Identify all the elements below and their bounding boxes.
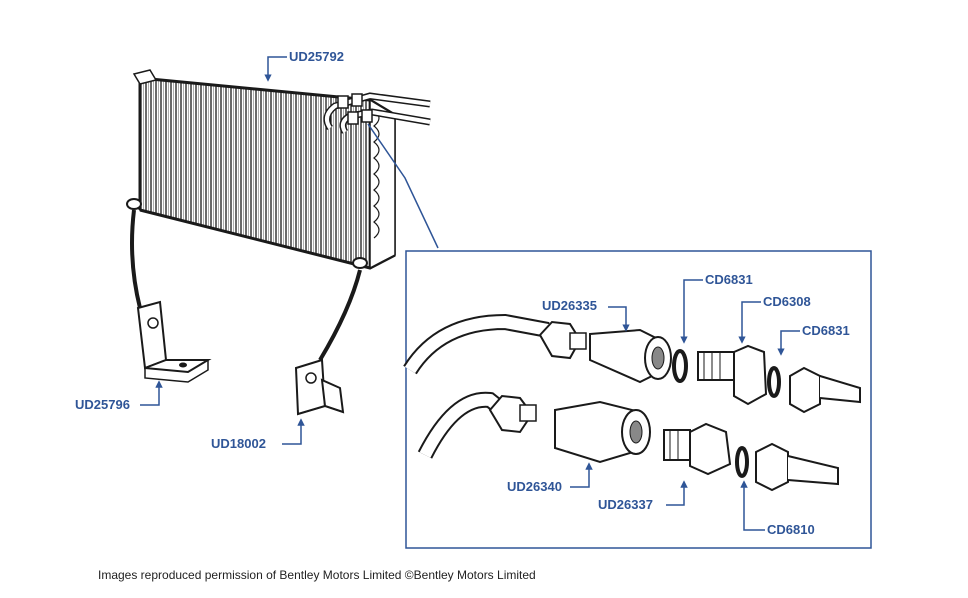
- cooler-pipes: [323, 92, 431, 134]
- part-label-ud26340[interactable]: UD26340: [507, 479, 562, 494]
- mounting-straps: [130, 209, 362, 362]
- detail-inset-drawing: [403, 313, 861, 492]
- part-label-ud25792[interactable]: UD25792: [289, 49, 344, 64]
- part-label-ud26337[interactable]: UD26337: [598, 497, 653, 512]
- part-label-cd6810[interactable]: CD6810: [767, 522, 815, 537]
- bracket-ud18002: [294, 358, 345, 416]
- bracket-ud25796: [136, 300, 212, 383]
- part-label-cd6831-top[interactable]: CD6831: [705, 272, 753, 287]
- leader-lines: [140, 56, 800, 531]
- part-label-ud18002[interactable]: UD18002: [211, 436, 266, 451]
- inset-callout-line: [367, 123, 439, 249]
- part-label-cd6831-right[interactable]: CD6831: [802, 323, 850, 338]
- copyright-credit: Images reproduced permission of Bentley …: [98, 568, 536, 582]
- part-label-ud26335[interactable]: UD26335: [542, 298, 597, 313]
- part-label-ud25796[interactable]: UD25796: [75, 397, 130, 412]
- part-label-cd6308[interactable]: CD6308: [763, 294, 811, 309]
